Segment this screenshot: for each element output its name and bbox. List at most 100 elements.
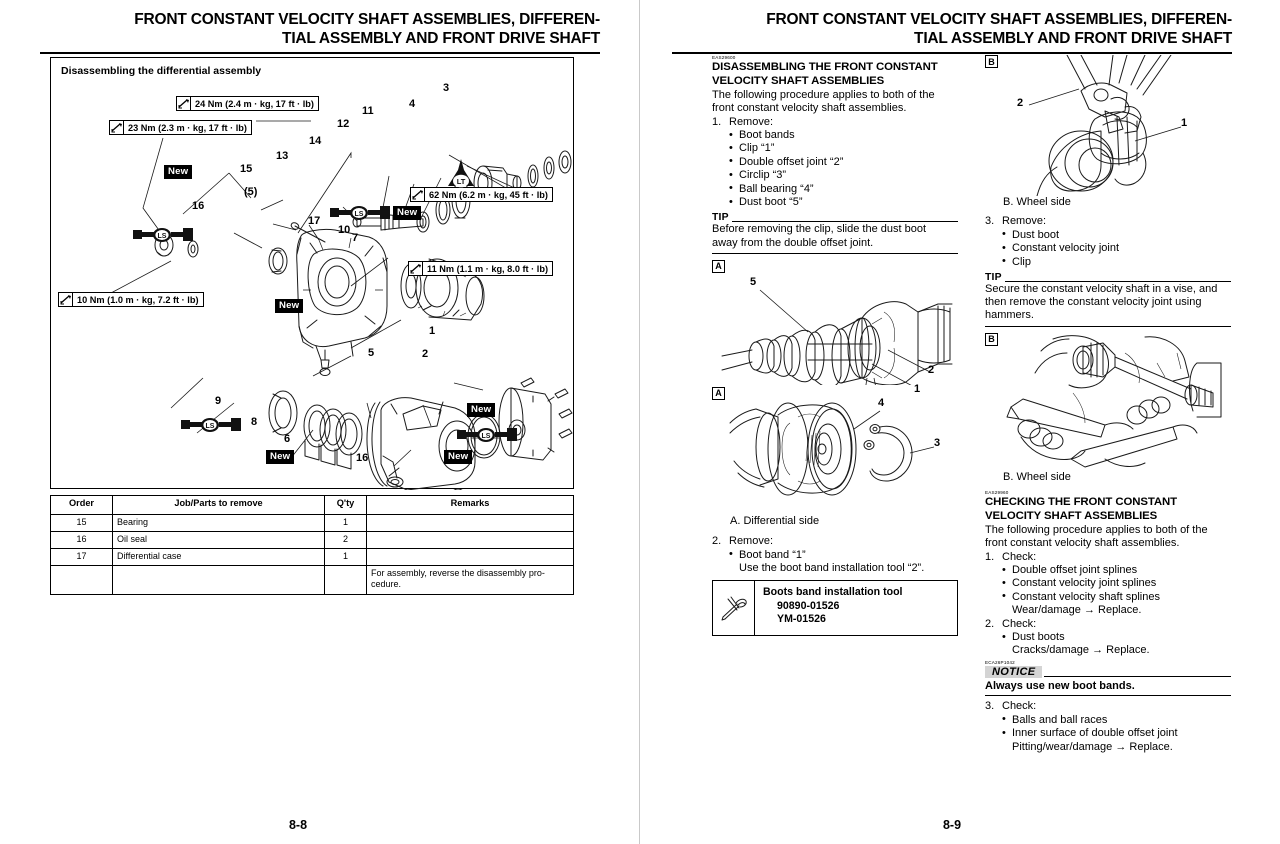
step-3: 3. Remove: Dust boot Constant velocity j… [985, 215, 1231, 269]
column-header-remarks: Remarks [366, 495, 574, 515]
figure-tag-a: A [712, 259, 725, 273]
list-item: Dust boot “5” [729, 196, 958, 210]
running-head-right: FRONT CONSTANT VELOCITY SHAFT ASSEMBLIES… [672, 10, 1232, 54]
cell-order: 15 [50, 514, 113, 532]
list-item: Circlip “3” [729, 169, 958, 183]
tool-name: Boots band installation tool [763, 586, 903, 599]
cell-qty: 1 [324, 548, 367, 566]
column-header-job: Job/Parts to remove [112, 495, 325, 515]
list-item: Constant velocity joint splines [1002, 577, 1231, 591]
head-rule [40, 52, 600, 54]
tool-number-yamaha: 90890-01526 [777, 599, 840, 612]
running-head-line-1: FRONT CONSTANT VELOCITY SHAFT ASSEMBLIES… [134, 11, 600, 28]
torque-value-11nm: 11 Nm (1.1 m · kg, 8.0 ft · lb) [427, 263, 548, 274]
parts-table: Order Job/Parts to remove Q'ty Remarks 1… [50, 495, 574, 595]
intro-line-1: The following procedure applies to both … [712, 89, 935, 102]
check-2-items: Dust boots [1002, 631, 1231, 645]
cell-qty: 2 [324, 531, 367, 549]
torque-callout-62nm: 62 Nm (6.2 m · kg, 45 ft · lb) [410, 187, 553, 202]
figure-caption-a: A. Differential side [730, 514, 820, 527]
section-heading-disassembling: DISASSEMBLING THE FRONT CONSTANT VELOCIT… [712, 61, 958, 88]
notice-rule [1044, 676, 1231, 678]
running-head-line-2: TIAL ASSEMBLY AND FRONT DRIVE SHAFT [914, 30, 1232, 47]
figure-tag-b: B [985, 55, 998, 68]
new-part-tag: New [444, 450, 473, 464]
tip-line-1: Before removing the clip, slide the dust… [712, 223, 927, 236]
table-row: 17 Differential case 1 [50, 548, 574, 566]
part-number-callout: 13 [276, 150, 289, 162]
part-number-callout: 8 [251, 416, 258, 428]
list-item: Clip “1” [729, 142, 958, 156]
eca-code-notice: ECA26P1042 [985, 659, 1015, 665]
eas-code-disassembling: EAS29600 [712, 55, 736, 60]
list-item: Inner surface of double offset joint [1002, 727, 1231, 741]
check-step-3: 3. Check: Balls and ball races Inner sur… [985, 700, 1231, 754]
step-number: 1. [712, 115, 722, 128]
table-row: 16 Oil seal 2 [50, 531, 574, 549]
part-number-callout: 17 [308, 215, 321, 227]
svg-text:LS: LS [158, 233, 167, 240]
figure-caption-b1: B. Wheel side [1003, 196, 1071, 208]
ls-lubricant-icon: LS [131, 226, 197, 244]
step-2-items: Boot band “1” [729, 548, 958, 562]
list-item: Double offset joint splines [1002, 564, 1231, 578]
check-list: 1. Check: Double offset joint splines Co… [985, 551, 1231, 658]
part-number-callout: 1 [429, 325, 436, 337]
part-number-callout: 16 [356, 452, 369, 464]
figure-caption-b2: B. Wheel side [1003, 470, 1071, 483]
torque-callout-24nm: 24 Nm (2.4 m · kg, 17 ft · lb) [176, 96, 319, 111]
svg-text:LS: LS [206, 423, 215, 430]
cell-job: Oil seal [112, 531, 325, 549]
step-label: Remove: [1002, 215, 1047, 228]
leader-number: 2 [928, 363, 935, 376]
torque-callout-11nm: 11 Nm (1.1 m · kg, 8.0 ft · lb) [408, 261, 553, 276]
heading-line-1: DISASSEMBLING THE FRONT CONSTANT [712, 61, 938, 73]
tip-rule [1004, 281, 1231, 283]
torque-wrench-icon [110, 121, 124, 134]
intro-line-2: front constant velocity shaft assemblies… [985, 537, 1180, 550]
content-column-left: EAS29600 DISASSEMBLING THE FRONT CONSTAN… [712, 55, 958, 637]
ls-lubricant-icon: LS [328, 204, 394, 222]
notice-label: NOTICE [985, 665, 1043, 678]
part-number-callout: (5) [244, 186, 258, 198]
special-tool-box: Boots band installation tool 90890-01526… [712, 580, 958, 637]
cell-job: Bearing [112, 514, 325, 532]
tip-line-2: away from the double offset joint. [712, 236, 874, 249]
step-3-items: Dust boot Constant velocity joint Clip [1002, 228, 1231, 269]
page-folio-right: 8-9 [942, 818, 962, 832]
page-gutter [639, 0, 640, 844]
part-number-callout: 16 [192, 200, 205, 212]
tip-header: TIP [985, 272, 1231, 283]
step-1-items: Boot bands Clip “1” Double offset joint … [729, 128, 958, 210]
part-number-callout: 7 [352, 232, 359, 244]
tip-line-2: then remove the constant velocity joint … [985, 296, 1202, 309]
column-header-qty: Q'ty [324, 495, 367, 515]
tip-header: TIP [712, 212, 958, 223]
torque-wrench-icon [409, 262, 423, 275]
heading-line-2: VELOCITY SHAFT ASSEMBLIES [712, 74, 885, 87]
part-number-callout: 3 [443, 82, 450, 94]
part-number-callout: 14 [309, 135, 322, 147]
step-2-subtext: Use the boot band installation tool “2”. [739, 562, 925, 575]
page-8-9: FRONT CONSTANT VELOCITY SHAFT ASSEMBLIES… [640, 0, 1280, 844]
leader-number: 1 [1181, 117, 1188, 129]
figure-tag-a: A [712, 386, 725, 400]
check-1-items: Double offset joint splines Constant vel… [1002, 564, 1231, 605]
check-1-result: Wear/damage → Replace. [1012, 604, 1142, 617]
page-folio-left: 8-8 [288, 818, 308, 832]
step-number: 2. [985, 617, 995, 630]
boot-band-tool-icon [713, 581, 755, 636]
section-heading-checking: CHECKING THE FRONT CONSTANT VELOCITY SHA… [985, 496, 1231, 523]
part-number-callout: 11 [362, 105, 374, 117]
leader-number: 3 [934, 436, 941, 449]
check-list-3: 3. Check: Balls and ball races Inner sur… [985, 700, 1231, 754]
figure-a-drawing [721, 289, 953, 385]
cell-qty [324, 565, 367, 595]
check-step-2: 2. Check: Dust boots Cracks/damage → Rep… [985, 618, 1231, 658]
torque-value-62nm: 62 Nm (6.2 m · kg, 45 ft · lb) [429, 189, 548, 200]
step-label: Check: [1002, 550, 1037, 563]
step-label: Remove: [729, 535, 774, 548]
torque-callout-23nm: 23 Nm (2.3 m · kg, 17 ft · lb) [109, 120, 252, 135]
figure-b-hammer-removal: B [985, 332, 1231, 471]
special-tool-text: Boots band installation tool 90890-01526… [755, 581, 902, 635]
